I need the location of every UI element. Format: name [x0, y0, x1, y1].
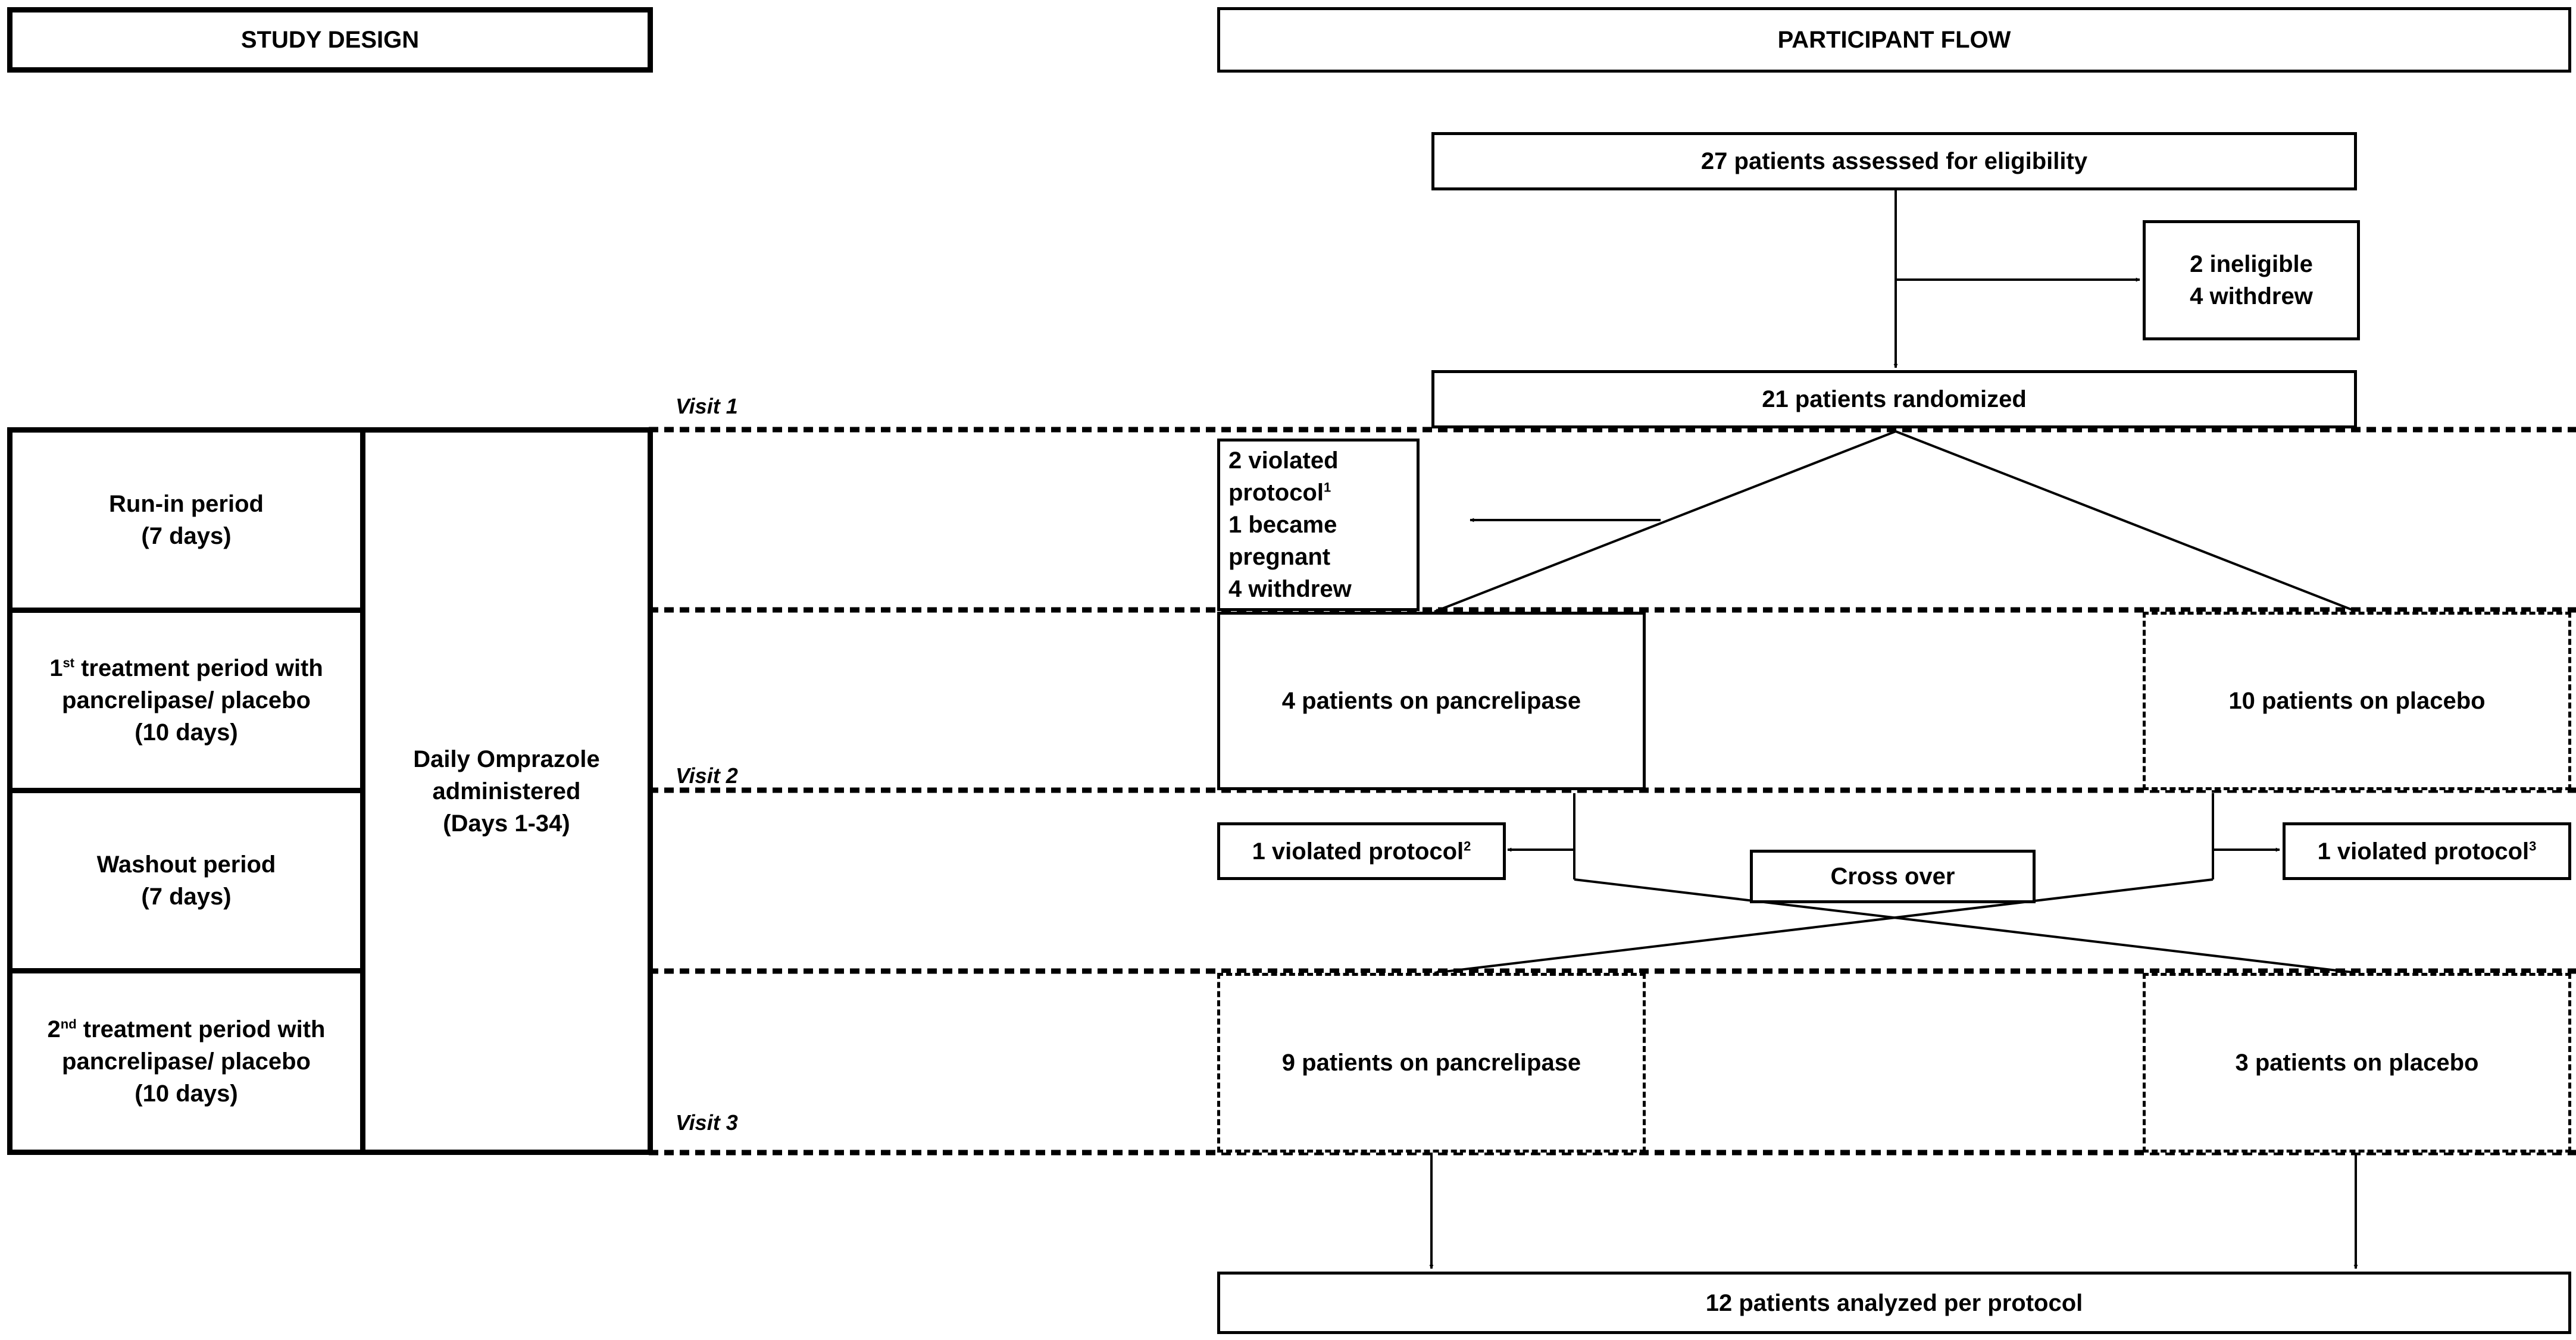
period2-placebo-box: 3 patients on placebo	[2143, 973, 2571, 1153]
period1-pancrelipase-label: 4 patients on pancrelipase	[1281, 688, 1581, 714]
omeprazole-line2: administered	[432, 778, 581, 804]
period2-placebo-label: 3 patients on placebo	[2235, 1050, 2479, 1076]
participant-flow-header-label: PARTICIPANT FLOW	[1777, 27, 2011, 53]
randomized-label: 21 patients randomized	[1762, 386, 2027, 412]
crossover-label: Cross over	[1830, 863, 1955, 890]
randomized-box: 21 patients randomized	[1431, 370, 2357, 428]
washout-period-title: Washout period	[96, 851, 276, 878]
period2-pancrelipase-box: 9 patients on pancrelipase	[1217, 973, 1646, 1153]
period1-placebo-box: 10 patients on placebo	[2143, 612, 2571, 790]
analyzed-label: 12 patients analyzed per protocol	[1705, 1289, 2083, 1316]
second-treatment-duration: (10 days)	[135, 1081, 238, 1107]
study-design-header-label: STUDY DESIGN	[240, 27, 420, 53]
assessed-box: 27 patients assessed for eligibility	[1431, 132, 2357, 190]
dropout-violated: 2 violated	[1228, 447, 1339, 474]
period2-pancrelipase-label: 9 patients on pancrelipase	[1281, 1050, 1581, 1076]
arrow-to-pancrelipase-1	[1434, 430, 1896, 613]
period1-pancrelipase-box: 4 patients on pancrelipase	[1217, 612, 1646, 790]
washout-period-box: Washout period (7 days)	[7, 788, 365, 973]
period1-placebo-label: 10 patients on placebo	[2228, 688, 2486, 714]
second-treatment-line1: 2nd treatment period with	[47, 1016, 326, 1042]
second-treatment-line2: pancrelipase/ placebo	[62, 1048, 311, 1075]
crossover-box: Cross over	[1750, 850, 2036, 903]
run-in-period-box: Run-in period (7 days)	[7, 427, 365, 613]
dropout-became: 1 became	[1228, 512, 1337, 538]
visit-3-label: Visit 3	[676, 1110, 738, 1135]
violated-right-box: 1 violated protocol3	[2283, 822, 2571, 880]
washout-period-duration: (7 days)	[141, 884, 232, 910]
run-in-period-title: Run-in period	[109, 491, 264, 517]
arrow-to-placebo-1	[1895, 430, 2358, 613]
dropout-withdrew: 4 withdrew	[1228, 576, 1352, 602]
violated-right-label: 1 violated protocol3	[2317, 838, 2537, 865]
violated-left-label: 1 violated protocol2	[1252, 838, 1471, 865]
first-treatment-period-box: 1st treatment period with pancrelipase/ …	[7, 608, 365, 793]
visit-1-label: Visit 1	[676, 394, 738, 418]
violated-left-box: 1 violated protocol2	[1217, 822, 1506, 880]
omeprazole-box: Daily Omprazole administered (Days 1-34)	[360, 427, 653, 1155]
analyzed-box: 12 patients analyzed per protocol	[1217, 1272, 2571, 1334]
first-treatment-line1: 1st treatment period with	[49, 655, 323, 681]
dropout-pregnant: pregnant	[1228, 544, 1331, 570]
excluded-ineligible: 2 ineligible	[2190, 251, 2313, 277]
excluded-withdrew: 4 withdrew	[2190, 283, 2313, 309]
omeprazole-line1: Daily Omprazole	[413, 746, 600, 772]
second-treatment-period-box: 2nd treatment period with pancrelipase/ …	[7, 968, 365, 1155]
arrow-crossover-to-pancrelipase	[1434, 878, 2214, 975]
dropout-protocol: protocol1	[1228, 480, 1331, 506]
visit-2-label: Visit 2	[676, 763, 738, 788]
omeprazole-line3: (Days 1-34)	[443, 810, 570, 837]
run-in-period-duration: (7 days)	[141, 523, 232, 549]
first-treatment-duration: (10 days)	[135, 719, 238, 746]
arrow-crossover-to-placebo	[1574, 878, 2358, 975]
dropout-box: 2 violated protocol1 1 became pregnant 4…	[1217, 439, 1420, 611]
study-design-header: STUDY DESIGN	[7, 7, 653, 73]
first-treatment-line2: pancrelipase/ placebo	[62, 687, 311, 713]
participant-flow-header: PARTICIPANT FLOW	[1217, 7, 2571, 73]
assessed-label: 27 patients assessed for eligibility	[1700, 148, 2088, 174]
excluded-box: 2 ineligible 4 withdrew	[2143, 220, 2360, 340]
